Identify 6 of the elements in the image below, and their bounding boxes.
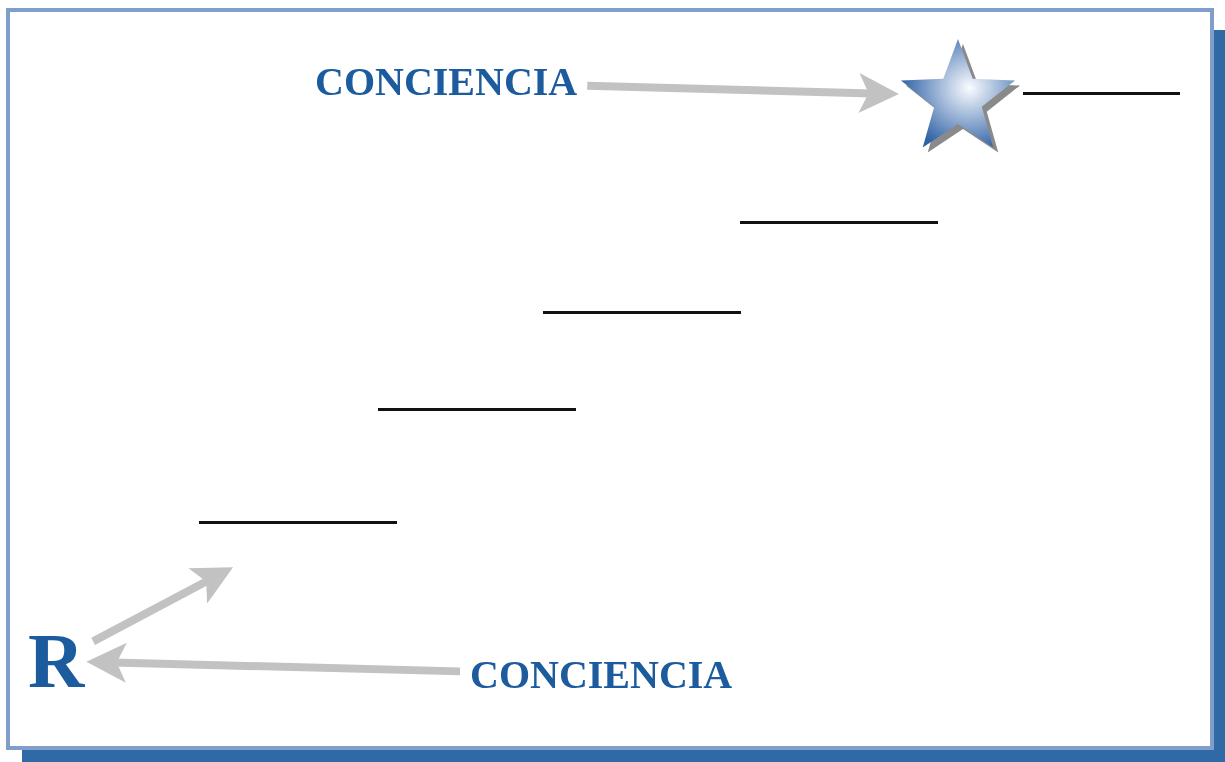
arrow [91,567,234,645]
letter-text: R [28,622,85,700]
arrow [86,642,461,683]
heading-text: CONCIENCIA [315,62,578,102]
star-shape [900,39,1021,153]
heading-text: CONCIENCIA [470,655,733,695]
